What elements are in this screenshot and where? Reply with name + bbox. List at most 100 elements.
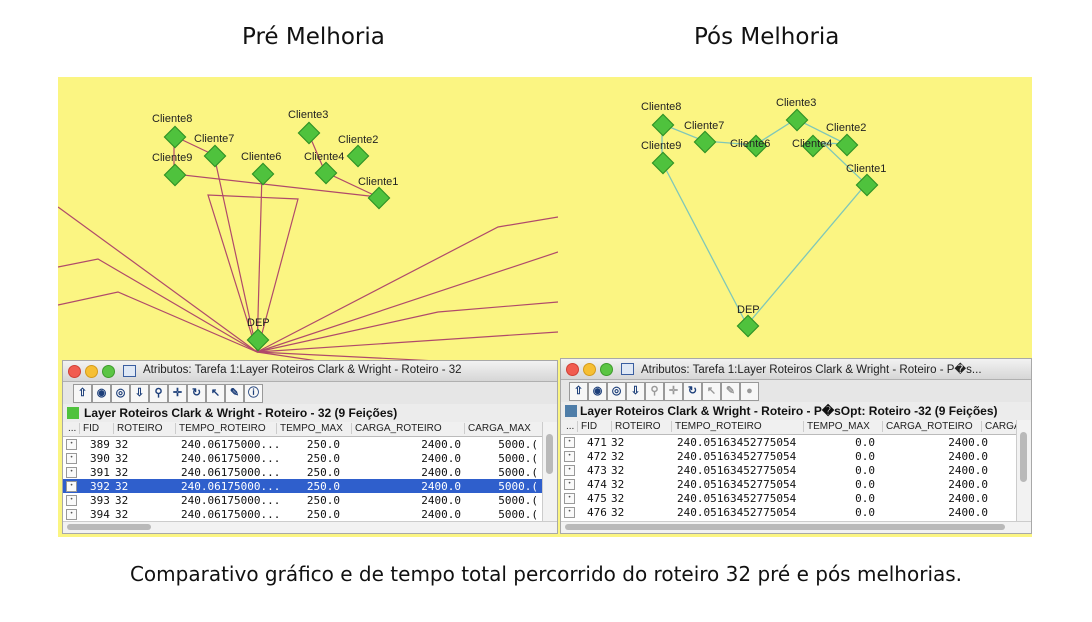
column-header[interactable]: TEMPO_ROTEIRO (175, 423, 266, 434)
row-selector-icon[interactable]: • (66, 453, 77, 464)
window-titlebar[interactable]: Atributos: Tarefa 1:Layer Roteiros Clark… (561, 359, 1031, 380)
table-cell: 5000.( (498, 452, 538, 465)
table-cell: 390 (90, 452, 110, 465)
arrow-up-icon[interactable]: ⇧ (73, 384, 92, 403)
column-header[interactable]: CARGA_ROTEIRO (882, 421, 973, 432)
column-header[interactable]: ... (68, 423, 77, 434)
table-header: ... FID ROTEIRO TEMPO_ROTEIRO TEMPO_MAX … (561, 420, 1021, 435)
node-label: Cliente8 (641, 101, 682, 113)
row-selector-icon[interactable]: • (66, 495, 77, 506)
table-cell: 240.06175000... (181, 480, 281, 493)
node-label: Cliente7 (684, 120, 725, 132)
pointer-icon[interactable]: ↖ (702, 382, 721, 401)
scroll-thumb[interactable] (565, 524, 1005, 530)
close-icon[interactable] (68, 365, 81, 378)
zoom-to-icon[interactable]: ◉ (92, 384, 111, 403)
row-selector-icon[interactable]: • (564, 507, 575, 518)
zoom-selection-icon[interactable]: ◎ (607, 382, 626, 401)
route-line (58, 258, 258, 353)
minimize-icon[interactable] (583, 363, 596, 376)
column-header[interactable]: ... (566, 421, 575, 432)
column-header[interactable]: CARGA (981, 421, 1021, 432)
table-cell: 240.05163452775054 (677, 506, 797, 519)
close-icon[interactable] (566, 363, 579, 376)
column-header[interactable]: TEMPO_ROTEIRO (671, 421, 762, 432)
window-titlebar[interactable]: Atributos: Tarefa 1:Layer Roteiros Clark… (63, 361, 557, 382)
column-header[interactable]: ROTEIRO (611, 421, 661, 432)
horizontal-scrollbar[interactable] (63, 521, 557, 533)
row-selector-icon[interactable]: • (66, 467, 77, 478)
layer-title-bar: Layer Roteiros Clark & Wright - Roteiro … (63, 405, 557, 421)
info-icon[interactable]: ⓘ (244, 384, 263, 403)
info-icon[interactable]: ● (740, 382, 759, 401)
row-selector-icon[interactable]: • (66, 481, 77, 492)
column-header[interactable]: FID (79, 423, 99, 434)
arrow-down-icon[interactable]: ⇩ (130, 384, 149, 403)
table-cell: 476 (587, 506, 607, 519)
zoom-selection-icon[interactable]: ◎ (111, 384, 130, 403)
row-selector-icon[interactable]: • (66, 439, 77, 450)
vertical-scrollbar[interactable] (1016, 420, 1031, 521)
horizontal-scrollbar[interactable] (561, 521, 1031, 533)
edit-icon[interactable]: ✎ (225, 384, 244, 403)
column-header[interactable]: ROTEIRO (113, 423, 163, 434)
table-cell: 32 (611, 436, 625, 449)
attributes-table: ... FID ROTEIRO TEMPO_ROTEIRO TEMPO_MAX … (561, 420, 1021, 521)
maximize-icon[interactable] (600, 363, 613, 376)
scroll-thumb[interactable] (1020, 432, 1027, 482)
minimize-icon[interactable] (85, 365, 98, 378)
magnifier-icon[interactable]: ⚲ (645, 382, 664, 401)
pointer-icon[interactable]: ↖ (206, 384, 225, 403)
table-cell: 0.0 (855, 478, 875, 491)
row-selector-icon[interactable]: • (564, 493, 575, 504)
row-selector-icon[interactable]: • (564, 451, 575, 462)
column-header[interactable]: CARGA_ROTEIRO (351, 423, 442, 434)
row-selector-icon[interactable]: • (564, 437, 575, 448)
column-header[interactable]: CARGA_MAX (464, 423, 531, 434)
table-cell: 250.0 (306, 494, 340, 507)
magnifier-icon[interactable]: ⚲ (149, 384, 168, 403)
after-route-lines (661, 118, 867, 326)
table-cell: 2400.0 (421, 438, 461, 451)
scroll-thumb[interactable] (546, 434, 553, 474)
column-header[interactable]: TEMPO_MAX (276, 423, 343, 434)
route-line (256, 301, 558, 353)
row-selector-icon[interactable]: • (564, 479, 575, 490)
node-label: Cliente6 (241, 151, 282, 163)
refresh-icon[interactable]: ↻ (683, 382, 702, 401)
row-selector-icon[interactable]: • (66, 509, 77, 520)
row-selector-icon[interactable]: • (564, 465, 575, 476)
refresh-icon[interactable]: ↻ (187, 384, 206, 403)
route-line (207, 194, 299, 353)
column-header[interactable]: TEMPO_MAX (803, 421, 870, 432)
table-cell: 394 (90, 508, 110, 521)
vertical-scrollbar[interactable] (542, 422, 557, 521)
arrow-down-icon[interactable]: ⇩ (626, 382, 645, 401)
maximize-icon[interactable] (102, 365, 115, 378)
table-cell: 5000.( (498, 494, 538, 507)
pan-icon[interactable]: ✛ (168, 384, 187, 403)
table-cell: 240.05163452775054 (677, 492, 797, 505)
pan-icon[interactable]: ✛ (664, 382, 683, 401)
edit-icon[interactable]: ✎ (721, 382, 740, 401)
column-header[interactable]: FID (577, 421, 597, 432)
figure-caption: Comparativo gráfico e de tempo total per… (129, 562, 963, 586)
scroll-thumb[interactable] (67, 524, 151, 530)
table-cell: 250.0 (306, 480, 340, 493)
arrow-up-icon[interactable]: ⇧ (569, 382, 588, 401)
heading-after: Pós Melhoria (694, 24, 840, 50)
table-cell: 472 (587, 450, 607, 463)
zoom-to-icon[interactable]: ◉ (588, 382, 607, 401)
